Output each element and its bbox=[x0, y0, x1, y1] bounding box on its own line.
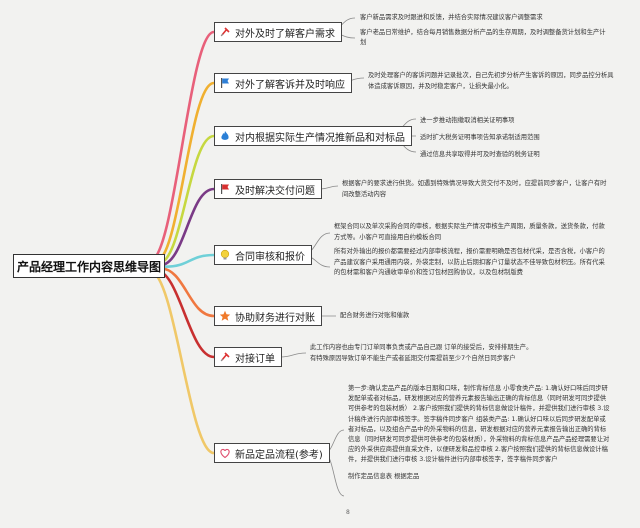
note-text: 适时扩大税务证明事项告知承诺制适用范围 bbox=[420, 134, 540, 141]
branch-topic-delivery[interactable]: 及时解决交付问题 bbox=[214, 179, 322, 199]
flag-red-icon bbox=[219, 183, 231, 195]
root-topic-label: 产品经理工作内容思维导图 bbox=[16, 259, 161, 274]
note-text: 此工作内容也由专门订单同事负责或产品自己跟 订单的接受后，安排排期生产。 bbox=[310, 344, 533, 351]
note-text: 根据客户的要求进行供货。如遇到特殊情况导致大货交付不及时，应提前同步客户，让客户… bbox=[342, 180, 607, 198]
note-text: 及时处理客户的客诉问题并记录批次，自己先初步分析产生客诉的原因，同步品控分析具体… bbox=[368, 72, 614, 90]
branch-label: 协助财务进行对账 bbox=[235, 312, 315, 324]
branch-notes-contract-quote: 框架合同以及单次采购合同的审核，根据实际生产情况审核生产周期，质量条款，送货条款… bbox=[334, 222, 606, 279]
branch-notes-delivery: 根据客户的要求进行供货。如遇到特殊情况导致大货交付不及时，应提前同步客户，让客户… bbox=[342, 179, 612, 200]
branch-label: 对内根据实际生产情况推新品和对标品 bbox=[235, 132, 405, 144]
star-icon bbox=[219, 310, 231, 322]
branch-connector bbox=[156, 134, 216, 266]
branch-connector bbox=[163, 253, 216, 269]
heart-icon bbox=[219, 447, 231, 459]
note-text: 第一步:确认定品产品的版本日期和口味，制作背标信息 小零食类产品: 1.确认好口… bbox=[348, 385, 610, 464]
branch-notes-accounting: 配合财务进行对账和催款 bbox=[340, 311, 540, 322]
branch-connector bbox=[158, 266, 216, 318]
lightbulb-icon bbox=[219, 249, 231, 261]
pin-icon bbox=[219, 26, 231, 38]
root-topic[interactable]: 产品经理工作内容思维导图 bbox=[13, 254, 165, 278]
flag-blue-icon bbox=[219, 77, 231, 89]
note-text: 客户新品需求及时跟进和反馈，并结合实际情况建议客户调整需求 bbox=[360, 14, 543, 21]
branch-notes-customer-needs: 客户新品需求及时跟进和反馈，并结合实际情况建议客户调整需求 客户老品日常维护，结… bbox=[360, 13, 610, 49]
note-text: 所有对外输出的报价都需要经过内部审核流程，报价需要明确是否包材代采，是否含税，小… bbox=[334, 248, 605, 276]
branch-notes-new-products: 进一步推动抱缴取消相关证明事项 适时扩大税务证明事项告知承诺制适用范围 通过信息… bbox=[420, 113, 620, 162]
branch-connector bbox=[158, 187, 216, 267]
note-text: 配合财务进行对账和催款 bbox=[340, 312, 410, 319]
branch-topic-new-products[interactable]: 对内根据实际生产情况推新品和对标品 bbox=[214, 126, 412, 146]
branch-label: 对外及时了解客户需求 bbox=[235, 28, 335, 40]
note-text: 客户老品日常维护，结合每月销售数据分析产品的生存周期，及时调整备货计划和生产计划 bbox=[360, 28, 606, 47]
branch-notes-new-product-process: 第一步:确认定品产品的版本日期和口味，制作背标信息 小零食类产品: 1.确认好口… bbox=[348, 384, 610, 482]
note-connector bbox=[279, 352, 307, 358]
branch-connector bbox=[148, 269, 216, 455]
note-text: 有特殊原因导致订单不能生产或者延期交付需提前至少7个自然日同步客户 bbox=[310, 354, 516, 362]
branch-label: 合同审核和报价 bbox=[235, 251, 305, 263]
branch-topic-customer-needs[interactable]: 对外及时了解客户需求 bbox=[214, 22, 342, 42]
branch-label: 新品定品流程(参考) bbox=[235, 449, 323, 461]
flame-icon bbox=[219, 130, 231, 142]
branch-notes-orders: 此工作内容也由专门订单同事负责或产品自己跟 订单的接受后，安排排期生产。 有特殊… bbox=[310, 343, 610, 364]
branch-topic-accounting[interactable]: 协助财务进行对账 bbox=[214, 306, 322, 326]
branch-label: 及时解决交付问题 bbox=[235, 185, 315, 197]
branch-label: 对接订单 bbox=[235, 353, 275, 365]
note-text: 进一步推动抱缴取消相关证明事项 bbox=[420, 117, 515, 124]
branch-topic-complaints[interactable]: 对外了解客诉并及时响应 bbox=[214, 73, 352, 93]
note-text: 框架合同以及单次采购合同的审核，根据实际生产情况审核生产周期，质量条款，送货条款… bbox=[334, 223, 605, 241]
pin-icon bbox=[219, 351, 231, 363]
page-number: 8 bbox=[346, 509, 350, 516]
branch-topic-new-product-process[interactable]: 新品定品流程(参考) bbox=[214, 443, 330, 463]
branch-topic-orders[interactable]: 对接订单 bbox=[214, 347, 282, 367]
branch-label: 对外了解客诉并及时响应 bbox=[235, 79, 345, 91]
branch-topic-contract-quote[interactable]: 合同审核和报价 bbox=[214, 245, 312, 265]
note-text: 制作定品信息表 根据定品 bbox=[348, 472, 420, 480]
branch-connector bbox=[148, 30, 216, 263]
note-connector bbox=[319, 185, 339, 190]
branch-notes-complaints: 及时处理客户的客诉问题并记录批次，自己先初步分析产生客诉的原因，同步品控分析具体… bbox=[368, 71, 614, 92]
note-text: 通过信息共享取得并可及时查验的税务证明 bbox=[420, 151, 540, 158]
